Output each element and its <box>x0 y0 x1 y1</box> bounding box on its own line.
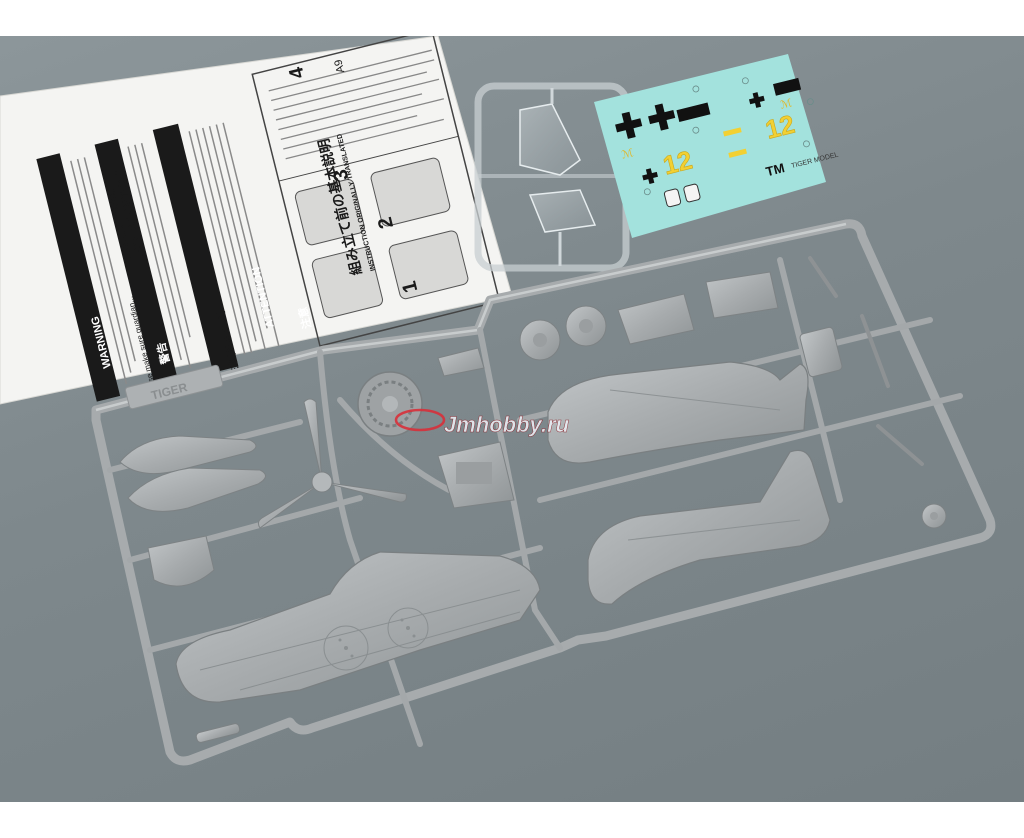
landing-gear-part <box>808 256 924 466</box>
emblem-decal <box>663 188 682 208</box>
kit-photo-svg: 1 2 3 4 A9 組み立て前の基本説明 INSTRUCTION ORIGIN… <box>0 36 996 766</box>
canopy-part <box>519 103 581 176</box>
sprue-frame <box>91 219 996 766</box>
wing-part <box>175 551 541 703</box>
decal-number-12: 12 <box>762 109 797 145</box>
kit-photo: 1 2 3 4 A9 組み立て前の基本説明 INSTRUCTION ORIGIN… <box>0 36 1024 802</box>
assembly-diagram <box>388 230 469 300</box>
watermark: Jmhobby.ru <box>394 408 570 437</box>
instruction-sheet: 1 2 3 4 A9 組み立て前の基本説明 INSTRUCTION ORIGIN… <box>0 36 513 405</box>
wheel-part <box>519 319 561 361</box>
bulkhead-part <box>147 535 215 587</box>
drop-tank-part <box>119 435 257 475</box>
watermark-logo-icon <box>394 408 446 432</box>
seat-part <box>437 347 485 377</box>
drop-tank-part <box>127 467 266 512</box>
sprue-runner <box>317 349 423 747</box>
windscreen-part <box>528 189 597 233</box>
warning-label-ja: 警告 <box>154 341 173 367</box>
cowl-panel-part <box>617 293 695 345</box>
decal-number-12: 12 <box>660 145 695 181</box>
emblem-decal <box>683 183 701 203</box>
attention-band <box>152 123 239 373</box>
script-emblem-decal: ℳ <box>779 97 794 112</box>
cowl-panel-part <box>705 271 779 319</box>
decal-sheet: 12 12 ℳ ℳ TM TIGER MODEL <box>594 54 839 238</box>
instruction-panel <box>251 36 501 347</box>
bomb-rack-part <box>799 326 843 378</box>
attention-band <box>94 138 179 388</box>
propeller-part <box>257 398 407 529</box>
assembly-diagram <box>311 246 384 319</box>
part-code: A9 <box>332 58 347 74</box>
clear-canopy-sprue <box>474 82 630 272</box>
sprue-runner <box>477 327 563 651</box>
small-part <box>195 723 241 743</box>
decal-bar <box>723 127 742 137</box>
step-number: 3 <box>329 167 353 183</box>
engine-part <box>357 371 423 437</box>
watermark-text: Jmhobby.ru <box>444 412 570 437</box>
caution-label-ja: 注意 <box>295 306 314 331</box>
sprue-tree: TIGER <box>91 219 996 766</box>
step-number: 1 <box>398 279 422 295</box>
wheel-part <box>565 305 607 347</box>
tiger-model-logo: TM <box>764 160 786 179</box>
fuselage-half-part <box>547 361 809 464</box>
assembly-diagram <box>294 178 365 246</box>
decal-bar <box>728 148 748 158</box>
step-number: 2 <box>374 215 398 231</box>
sprue-runner <box>537 393 963 503</box>
fuselage-half-part <box>587 449 831 605</box>
script-emblem-decal: ℳ <box>620 147 635 162</box>
cockpit-tub-part <box>437 441 515 509</box>
tail-wheel-part <box>921 503 947 529</box>
attention-band <box>36 153 121 402</box>
unit-emblem-decal <box>773 77 802 96</box>
assembly-diagram <box>370 157 451 227</box>
sprue-runner <box>777 257 843 503</box>
unit-emblem-decal <box>676 102 711 122</box>
balkenkreuz-decal <box>615 92 765 185</box>
